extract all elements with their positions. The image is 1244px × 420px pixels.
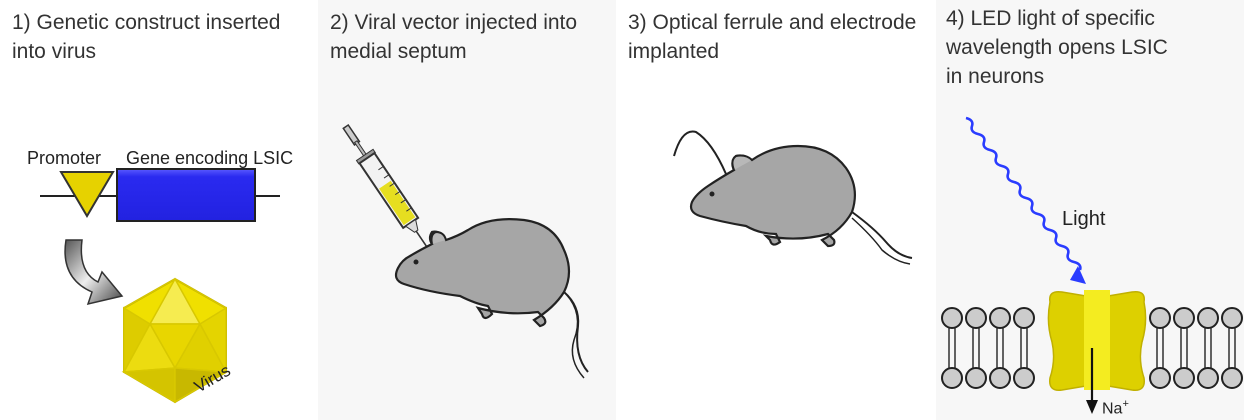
panel-genetic-construct: 1) Genetic construct inserted into virus… — [0, 0, 318, 420]
light-wave-icon — [958, 112, 1108, 292]
step-2-title: 2) Viral vector injected into medial sep… — [330, 8, 577, 66]
lipid-head-icon — [1222, 368, 1242, 388]
sodium-ion-label: Na+ — [1102, 398, 1129, 418]
step-1-title: 1) Genetic construct inserted into virus — [12, 8, 280, 66]
lipid-head-icon — [966, 308, 986, 328]
lipid-head-icon — [1198, 308, 1218, 328]
step-4-title: 4) LED light of specific wavelength open… — [946, 4, 1168, 91]
ion-charge: + — [1122, 398, 1128, 410]
lipid-head-icon — [1222, 308, 1242, 328]
panel-light-activation: 4) LED light of specific wavelength open… — [936, 0, 1244, 420]
lipid-head-icon — [1014, 368, 1034, 388]
lipid-head-icon — [942, 308, 962, 328]
lipid-head-icon — [1174, 368, 1194, 388]
lipid-head-icon — [1014, 308, 1034, 328]
lipid-head-icon — [1150, 368, 1170, 388]
lipid-head-icon — [1150, 308, 1170, 328]
panel-implantation: 3) Optical ferrule and electrode implant… — [616, 0, 936, 420]
ion-symbol: Na — [1102, 400, 1122, 417]
lipid-head-icon — [1174, 308, 1194, 328]
lipid-head-icon — [990, 308, 1010, 328]
promoter-triangle-icon — [59, 170, 115, 220]
lipid-head-icon — [966, 368, 986, 388]
promoter-label: Promoter — [27, 148, 101, 169]
mouse-icon — [388, 210, 598, 390]
mouse-icon — [686, 138, 916, 268]
lipid-head-icon — [1198, 368, 1218, 388]
step-3-title: 3) Optical ferrule and electrode implant… — [628, 8, 916, 66]
lipid-head-icon — [942, 368, 962, 388]
gene-label: Gene encoding LSIC — [126, 148, 293, 169]
ion-flow-arrow-icon — [1084, 348, 1100, 418]
lipid-head-icon — [990, 368, 1010, 388]
gene-block-icon — [116, 168, 258, 224]
light-label: Light — [1062, 208, 1105, 231]
panel-viral-injection: 2) Viral vector injected into medial sep… — [318, 0, 616, 420]
